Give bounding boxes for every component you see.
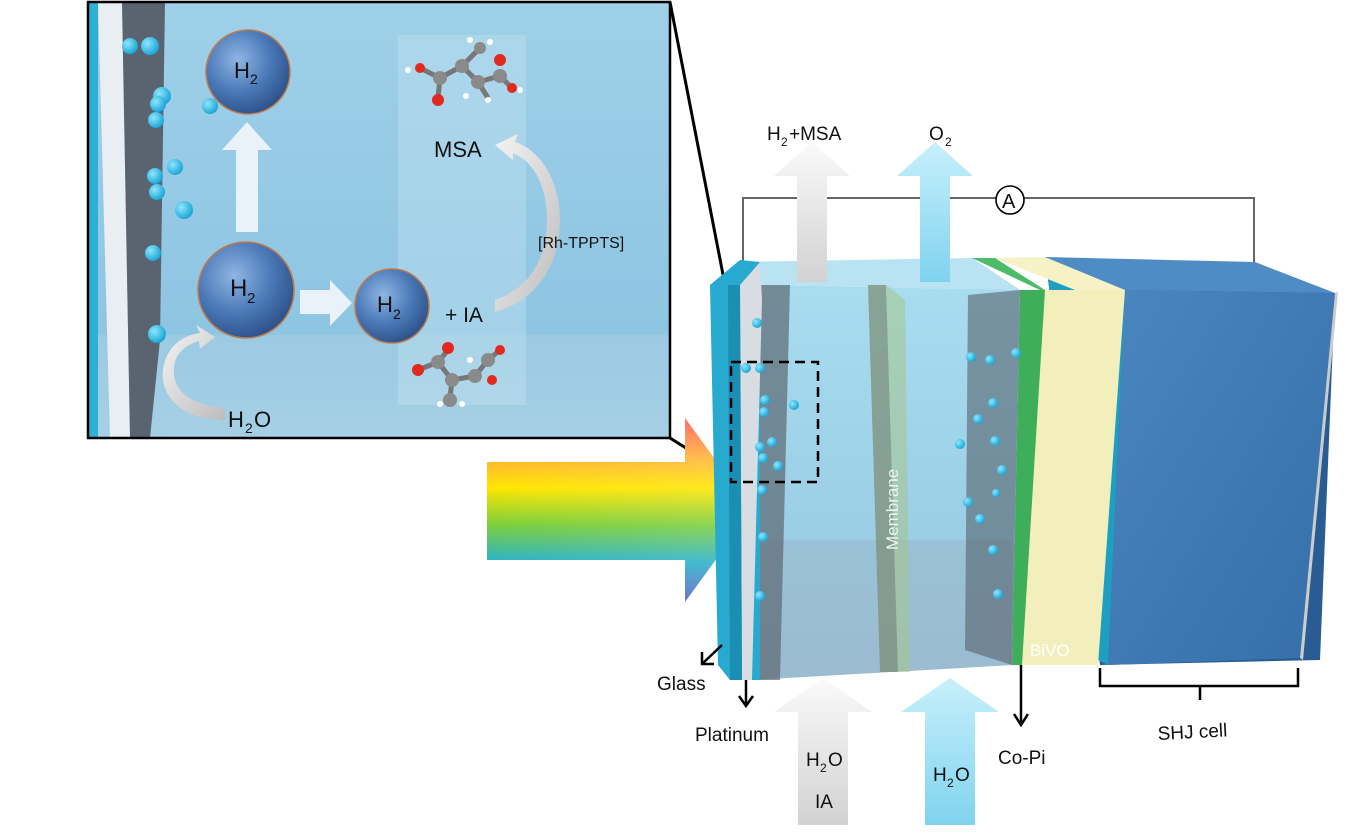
molecule-panel <box>398 35 526 405</box>
svg-text:2: 2 <box>245 420 253 436</box>
inset-glass <box>98 2 130 438</box>
svg-text:H: H <box>806 750 820 771</box>
copi-pointer-head <box>1012 713 1030 728</box>
shj-cell-front <box>1108 290 1335 665</box>
svg-text:2: 2 <box>945 135 952 149</box>
inlet-arrow-right <box>901 678 999 825</box>
green-layer-top <box>972 258 1045 290</box>
green-layer <box>1012 290 1045 665</box>
outlet-label-h2-msa: H 2 +MSA <box>767 124 842 149</box>
plus-ia-label: + IA <box>445 304 483 327</box>
catalyst-label: [Rh-TPPTS] <box>538 235 624 252</box>
zoom-box <box>729 360 820 484</box>
h2o-label: H 2 O <box>228 407 271 436</box>
svg-text:+MSA: +MSA <box>789 124 842 145</box>
copi-back <box>965 290 1020 665</box>
copi-label: Co-Pi <box>998 748 1046 769</box>
h2-mid-label: H <box>230 275 247 302</box>
svg-text:O: O <box>929 124 944 145</box>
pointer-arrows <box>700 644 1300 728</box>
msa-molecule <box>405 37 523 106</box>
inlet-label-left: H 2 O IA <box>806 750 843 813</box>
svg-text:O: O <box>254 407 271 432</box>
inset-right-arrow <box>300 280 352 326</box>
svg-text:H: H <box>933 765 947 786</box>
outlet-arrow-o2 <box>897 142 973 282</box>
glass-label: Glass <box>657 674 706 695</box>
inset-lower-band <box>88 335 670 438</box>
inset-curve-arrow-water <box>162 325 225 420</box>
glass-pointer <box>701 644 723 665</box>
inset-curve-arrow-hydrogenation <box>495 134 560 312</box>
h2-right-label: H <box>377 292 393 317</box>
inset-glass-edge <box>88 2 98 438</box>
shj-bracket <box>1098 668 1300 700</box>
svg-text:2: 2 <box>781 135 788 149</box>
device: A Membrane <box>657 124 1338 825</box>
svg-text:2: 2 <box>820 761 827 775</box>
inlet-label-right: H 2 O <box>933 765 970 790</box>
device-bubbles <box>741 318 1021 601</box>
membrane <box>868 285 898 672</box>
platinum-label: Platinum <box>695 725 769 746</box>
h2-sphere-top: H 2 <box>205 29 291 115</box>
ammeter-label: A <box>1002 191 1016 213</box>
inlet-arrow-left <box>774 678 872 825</box>
shj-cell-edge <box>1300 292 1338 660</box>
bivo-top <box>995 257 1125 290</box>
h2-sphere-mid: H 2 <box>197 241 295 339</box>
shj-label: SHJ cell <box>1157 720 1228 745</box>
glass-pointer-head <box>700 652 714 666</box>
svg-text:O: O <box>955 765 970 786</box>
shj-cell-top <box>1045 257 1335 293</box>
h2-top-sub: 2 <box>250 71 258 87</box>
h2-mid-sub: 2 <box>247 290 255 307</box>
bivo-layer <box>1020 290 1125 665</box>
svg-text:2: 2 <box>947 776 954 790</box>
inset-border <box>86 0 672 440</box>
h2-sphere-right: H 2 <box>354 268 430 344</box>
platinum-pointer-head <box>737 695 755 709</box>
ammeter <box>995 185 1025 215</box>
svg-text:IA: IA <box>815 792 833 813</box>
inset-panel: H 2 H 2 H 2 + IA MSA [Rh-TPPTS] H 2 O <box>86 0 672 440</box>
outlet-label-o2: O 2 <box>929 124 952 149</box>
svg-text:O: O <box>828 750 843 771</box>
inset-up-arrow <box>222 122 272 232</box>
platinum-back <box>752 285 790 680</box>
bivo-label: BiVO <box>1030 641 1070 660</box>
h2-top-label: H <box>234 58 250 83</box>
light-arrow <box>487 418 752 602</box>
svg-text:H: H <box>228 407 244 432</box>
svg-text:H: H <box>767 124 781 145</box>
ia-molecule <box>412 342 505 407</box>
inset-bubbles <box>122 37 218 343</box>
h2-right-sub: 2 <box>393 306 401 322</box>
msa-label: MSA <box>434 137 482 162</box>
membrane-side <box>886 285 910 672</box>
membrane-label: Membrane <box>883 469 902 550</box>
outlet-arrow-h2-msa <box>774 142 850 282</box>
